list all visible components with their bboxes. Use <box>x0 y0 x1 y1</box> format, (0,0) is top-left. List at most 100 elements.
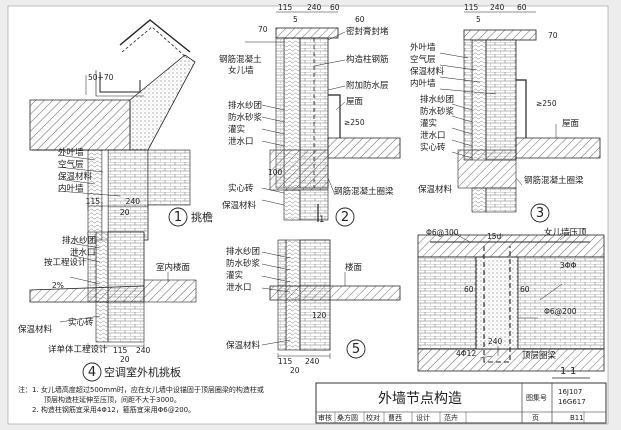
d4-label-0: 排水纱团 <box>62 235 96 246</box>
d2-label-6: 排水纱团 <box>228 100 262 111</box>
d5-dim-w3: 20 <box>290 366 300 375</box>
detail-4-ac-slab <box>29 231 197 382</box>
d2-label-10: 实心砖 <box>228 183 254 194</box>
d4-label-2: 按工程设计 <box>44 257 87 268</box>
d2-label-11: 保温材料 <box>222 200 257 211</box>
note-line-2: 顶层构造柱延伸至压顶，间距不大于3000。 <box>44 395 181 404</box>
d5-label-3: 泄水口 <box>226 282 252 293</box>
detail-3-parapet <box>439 11 601 223</box>
d5-label-0: 排水纱团 <box>226 246 260 257</box>
d6-label-0: Φ6@300 <box>426 228 459 237</box>
d5-dim-w1: 115 <box>278 357 293 366</box>
d3-label-2: 保温材料 <box>410 66 445 77</box>
d5-label-1: 防水砂浆 <box>226 258 261 269</box>
d4-label-3: 室内楼面 <box>156 262 191 273</box>
title-block <box>315 382 607 424</box>
d2-dim-sub: 5 <box>293 15 298 24</box>
d3-label-1: 空气层 <box>410 54 436 65</box>
d2-label-1: 女儿墙 <box>228 65 254 76</box>
d1-title: 挑檐 <box>191 210 213 224</box>
d1-label-2: 保温材料 <box>58 171 93 182</box>
d2-label-12: 钢筋混凝土圈梁 <box>334 186 394 197</box>
d5-dim-v120: 120 <box>312 311 327 320</box>
d5-detail-number: 5 <box>352 342 360 357</box>
detail-6-section-1-1 <box>417 231 605 379</box>
d3-label-4: 屋面 <box>562 119 580 129</box>
d6-label-2: 女儿墙压顶 <box>544 227 587 238</box>
d2-section-mark: 1 <box>319 215 324 225</box>
d5-label-4: 楼面 <box>345 262 363 273</box>
d2-label-3: 构造柱钢筋 <box>346 54 389 65</box>
d2-label-9: 泄水口 <box>228 136 254 147</box>
d3-label-9: 实心砖 <box>420 142 446 153</box>
d3-label-8: 泄水口 <box>420 130 446 141</box>
d3-label-11: 保温材料 <box>418 184 453 195</box>
d3-dim-top3: 60 <box>517 3 527 12</box>
d2-detail-number: 2 <box>341 210 349 225</box>
d3-label-7: 灌实 <box>420 118 437 129</box>
d3-dim-v70: 70 <box>548 31 558 40</box>
d6-label-6: Φ6@200 <box>544 307 577 316</box>
d3-dim-top: 115 <box>464 3 479 12</box>
d1-detail-number: 1 <box>174 210 182 225</box>
d3-dim-sub: 5 <box>476 15 481 24</box>
atlas-label: 图集号 <box>526 393 547 402</box>
page-number: B11 <box>570 414 584 422</box>
tb-review-label: 审核 <box>318 413 332 422</box>
d6-label-8: 4Φ12 <box>456 349 476 358</box>
d2-dim-top2: 240 <box>307 3 322 12</box>
tb-check-name: 曹西 <box>388 413 402 422</box>
d2-dim-v100: 100 <box>268 168 283 177</box>
d2-dim-v250: ≥250 <box>344 118 365 127</box>
d2-label-5: 屋面 <box>346 97 364 107</box>
d3-dim-top2: 240 <box>490 3 505 12</box>
d4-label-4: 保温材料 <box>18 324 53 335</box>
d3-dim-v250: ≥250 <box>536 99 557 108</box>
tb-design-name: 范卉 <box>444 413 458 422</box>
d3-label-10: 钢筋混凝土圈梁 <box>524 175 584 186</box>
drawing-title: 外墙节点构造 <box>378 391 462 407</box>
d1-label-3: 内叶墙 <box>58 183 84 194</box>
d1-dim-w1: 115 <box>86 197 101 206</box>
d2-label-8: 灌实 <box>228 124 245 135</box>
d1-label-0: 外叶墙 <box>58 147 84 158</box>
d6-section-title: 1-1 <box>560 366 576 377</box>
tb-review-name: 桑方圆 <box>337 413 358 422</box>
d4-dim-w2: 240 <box>136 346 151 355</box>
d3-detail-number: 3 <box>536 206 544 221</box>
d2-dim-v70: 70 <box>258 25 268 34</box>
d2-dim-v60: 60 <box>355 15 365 24</box>
d2-label-2: 密封膏封堵 <box>346 26 389 37</box>
d3-label-5: 排水纱团 <box>420 94 454 105</box>
d4-dim-w1: 115 <box>113 346 128 355</box>
d2-label-0: 钢筋混凝土 <box>219 54 262 65</box>
d6-label-9: 顶层圈梁 <box>522 351 557 361</box>
d2-label-7: 防水砂浆 <box>228 112 263 123</box>
d1-dim-w3: 20 <box>120 208 130 217</box>
atlas-number-2: 16G617 <box>558 398 586 406</box>
d3-label-6: 防水砂浆 <box>420 106 455 117</box>
note-line-1: 注：1. 女儿墙高度超过500mm时，应在女儿墙中设锚固于顶层圈梁的构造柱或 <box>18 385 264 394</box>
d5-label-5: 保温材料 <box>226 340 261 351</box>
page-label: 页 <box>532 414 539 422</box>
d1-label-1: 空气层 <box>58 159 84 170</box>
d6-label-4: 60 <box>464 285 474 294</box>
d4-label-5: 实心砖 <box>68 317 94 328</box>
d1-dim-top: 50÷70 <box>88 73 114 82</box>
tb-design-label: 设计 <box>416 413 430 422</box>
detail-1-eaves <box>29 19 196 241</box>
d5-dim-w2: 240 <box>305 357 320 366</box>
d6-label-5: 60 <box>520 285 530 294</box>
d6-label-7: 240 <box>488 337 503 346</box>
d6-label-1: 15d <box>487 232 502 241</box>
d6-label-3: 3ΦΦ <box>560 261 577 270</box>
d4-dim-w3: 20 <box>120 355 130 364</box>
d4-title: 空调室外机挑板 <box>104 365 181 379</box>
detail-2-parapet <box>245 11 401 227</box>
d2-dim-top3: 60 <box>330 3 340 12</box>
d2-dim-top: 115 <box>278 3 293 12</box>
d3-label-0: 外叶墙 <box>410 42 436 53</box>
d2-label-4: 附加防水层 <box>346 80 389 91</box>
atlas-number-1: 16J107 <box>558 388 582 396</box>
